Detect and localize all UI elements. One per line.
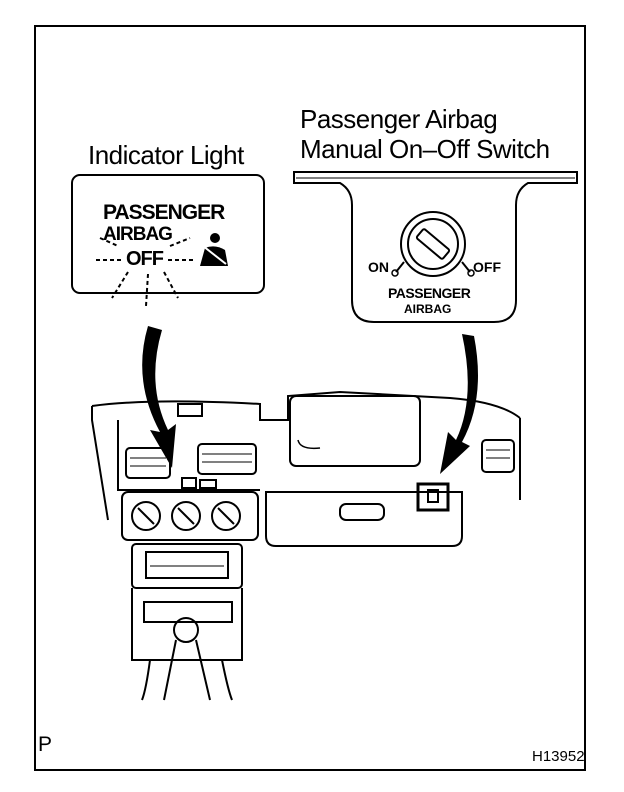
key-cylinder-icon	[391, 211, 475, 277]
dashboard	[91, 390, 521, 547]
indicator-light-panel	[71, 174, 265, 294]
switch-housing	[293, 171, 578, 323]
indicator-text-airbag: AIRBAG	[103, 224, 173, 245]
switch-on-label: ON	[368, 259, 389, 275]
switch-caption-passenger: PASSENGER	[388, 285, 471, 301]
center-console	[121, 491, 259, 701]
switch-off-label: OFF	[473, 259, 501, 275]
switch-arrow	[440, 334, 478, 474]
figure-frame	[34, 25, 586, 771]
indicator-light-title: Indicator Light	[88, 140, 244, 170]
corner-letter: P	[38, 733, 53, 756]
switch-caption-airbag: AIRBAG	[404, 302, 452, 316]
indicator-text-passenger: PASSENGER	[103, 201, 225, 224]
indicator-text-off: OFF	[126, 248, 164, 270]
seatbelt-person-icon	[200, 233, 228, 266]
light-rays	[96, 237, 196, 307]
indicator-arrow	[142, 326, 176, 468]
switch-title-line2: Manual On–Off Switch	[300, 134, 550, 164]
figure-id: H13952	[532, 748, 585, 765]
switch-title-line1: Passenger Airbag	[300, 104, 498, 134]
